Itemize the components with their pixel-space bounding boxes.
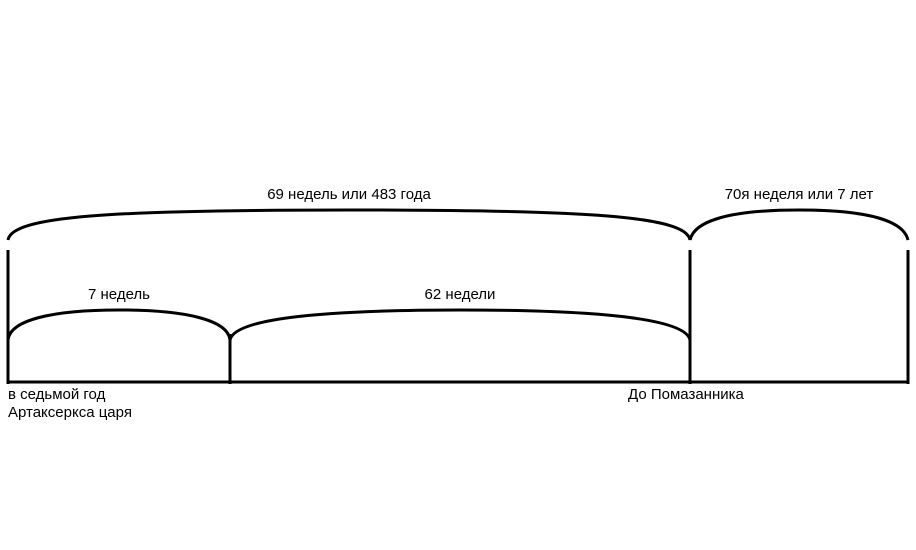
brace-70th-week [688, 208, 910, 241]
label-62-weeks: 62 недели [424, 286, 496, 303]
brace-62-weeks [228, 308, 692, 341]
label-start-line1: в седьмой год [8, 386, 106, 403]
brace-69-weeks [6, 208, 692, 241]
label-7-weeks: 7 недель [88, 286, 150, 303]
label-70th-week: 70я неделя или 7 лет [724, 186, 874, 203]
label-until-anointed: До Помазанника [628, 386, 744, 403]
label-start-line2: Артаксеркса царя [8, 404, 132, 421]
label-69-weeks: 69 недель или 483 года [267, 186, 431, 203]
brace-7-weeks [6, 308, 232, 341]
